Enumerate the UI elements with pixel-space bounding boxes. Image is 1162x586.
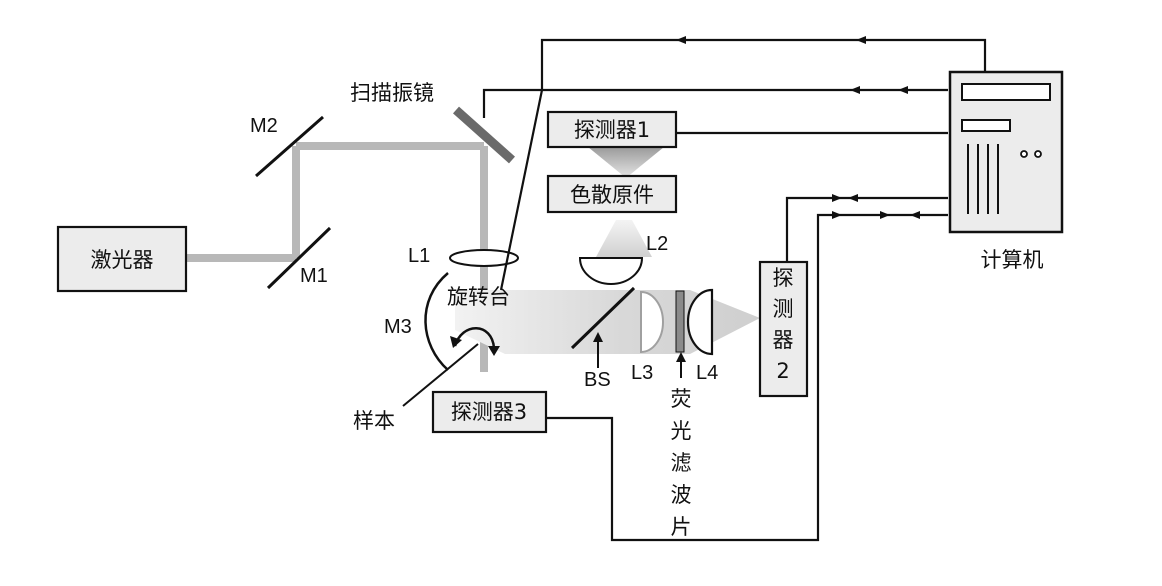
dispersive-element-box (546, 174, 678, 214)
wire-computer-to-galvo (482, 88, 948, 118)
dispersed-beam-cone (596, 220, 652, 257)
label-l4: L4 (696, 362, 718, 384)
dispersive-element-label: 色散原件 (570, 183, 654, 207)
detector2-char: 探 (773, 266, 794, 290)
wire-computer-to-stage (499, 38, 987, 291)
detector2-char: 器 (773, 328, 794, 352)
label-l2: L2 (646, 233, 668, 255)
detector3-label: 探测器3 (451, 400, 527, 424)
detector1-label: 探测器1 (574, 118, 650, 142)
lens-l2 (578, 257, 644, 285)
filter-char: 波 (671, 483, 692, 507)
label-m3: M3 (384, 316, 412, 338)
rotation-arc (424, 272, 449, 371)
computer-label: 计算机 (981, 248, 1044, 272)
filter-char: 荧 (671, 387, 692, 411)
label-bs: BS (584, 369, 611, 391)
label-l1: L1 (408, 245, 430, 267)
rotation-tail-arrowhead (450, 336, 462, 348)
wire-arrow-marks (676, 36, 920, 219)
lens-l1 (449, 249, 519, 267)
detector2-char: 2 (776, 359, 789, 383)
filter-pointer-head (676, 352, 686, 362)
mirror-m2 (255, 115, 324, 178)
label-m1: M1 (300, 265, 328, 287)
filter-char: 滤 (671, 451, 692, 475)
laser-label: 激光器 (91, 248, 154, 272)
lens-l4 (686, 288, 714, 356)
detector2-box (758, 260, 809, 398)
filter-char: 片 (671, 515, 692, 539)
detector1-cone (588, 147, 664, 178)
wire-computer-to-detector2 (785, 196, 948, 262)
detector2-char: 测 (773, 297, 794, 321)
fluorescence-filter-label: 荧 光 滤 波 片 (671, 387, 692, 539)
laser-beam-path (186, 142, 488, 372)
detector1-box (546, 110, 678, 149)
scan-galvo-label: 扫描振镜 (350, 81, 434, 105)
label-l3: L3 (631, 362, 653, 384)
rotation-arrowhead (488, 346, 500, 356)
label-m2: M2 (250, 115, 278, 137)
sample-pointer (402, 343, 479, 407)
computer-icon (948, 70, 1064, 234)
scan-galvo-mirror (453, 106, 515, 164)
detector3-box (431, 390, 548, 434)
mirror-m1 (266, 226, 332, 290)
detector2-label: 探 测 器 2 (773, 266, 794, 383)
lens-l3 (640, 290, 664, 354)
rotation-stage-label: 旋转台 (447, 285, 510, 309)
sample-label: 样本 (353, 409, 395, 433)
laser-box (56, 225, 188, 293)
fluorescence-filter (675, 290, 685, 353)
beam-splitter-bs (570, 286, 636, 350)
filter-char: 光 (671, 419, 692, 443)
bs-pointer-head (593, 332, 603, 342)
